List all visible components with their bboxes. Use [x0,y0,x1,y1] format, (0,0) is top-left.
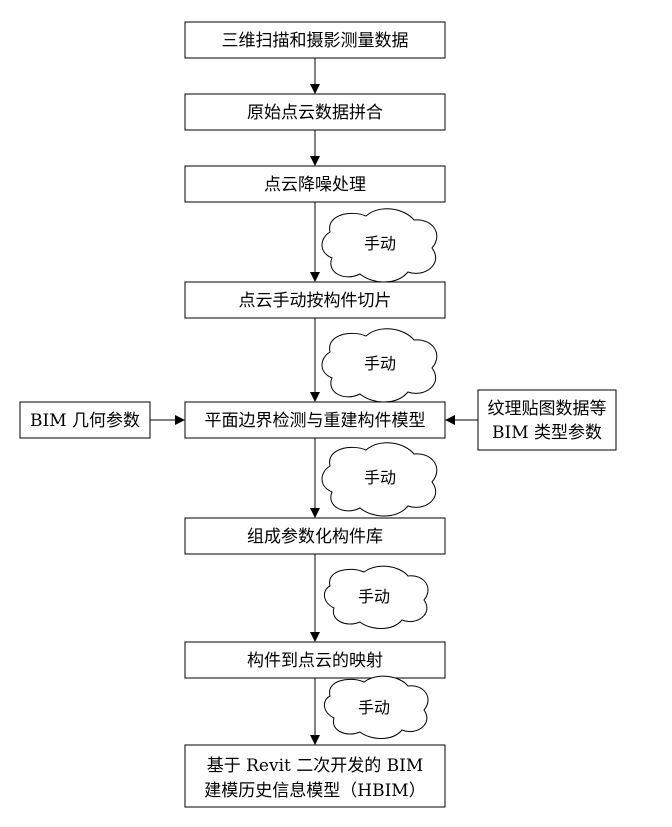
manual-cloud-3-label: 手动 [364,468,396,487]
box-bim-geometry: BIM 几何参数 [19,401,151,439]
box-hbim-label-line2: 建模历史信息模型（HBIM） [204,781,425,801]
manual-cloud-1-label: 手动 [364,234,396,253]
box-rebuild: 平面边界检测与重建构件模型 [184,401,446,439]
manual-cloud-1: 手动 [321,208,438,283]
box-texture-params-line2: BIM 类型参数 [492,423,602,443]
box-hbim: 基于 Revit 二次开发的 BIM 建模历史信息模型（HBIM） [184,744,446,808]
box-mapping-label: 构件到点云的映射 [247,651,383,671]
box-denoise: 点云降噪处理 [184,165,446,203]
box-scan-label: 三维扫描和摄影测量数据 [222,31,409,51]
box-library: 组成参数化构件库 [184,517,446,555]
box-slice-label: 点云手动按构件切片 [239,291,392,311]
box-merge: 原始点云数据拼合 [184,93,446,131]
box-texture-params-line1: 纹理贴图数据等 [488,399,607,419]
manual-cloud-4-label: 手动 [358,587,390,606]
box-hbim-label-line1: 基于 Revit 二次开发的 BIM [207,756,424,776]
box-denoise-label: 点云降噪处理 [264,175,366,195]
manual-cloud-4: 手动 [324,565,429,629]
manual-cloud-3: 手动 [321,442,438,517]
box-texture-params: 纹理贴图数据等 BIM 类型参数 [477,389,617,451]
box-merge-label: 原始点云数据拼合 [247,103,383,123]
manual-cloud-2: 手动 [321,328,438,403]
box-mapping: 构件到点云的映射 [184,641,446,679]
box-bim-geometry-label: BIM 几何参数 [30,411,140,431]
manual-cloud-5: 手动 [324,675,429,739]
box-scan: 三维扫描和摄影测量数据 [184,21,446,59]
manual-cloud-5-label: 手动 [358,698,390,717]
box-library-label: 组成参数化构件库 [247,527,383,547]
manual-cloud-2-label: 手动 [364,354,396,373]
box-slice: 点云手动按构件切片 [184,281,446,319]
box-rebuild-label: 平面边界检测与重建构件模型 [205,411,426,431]
